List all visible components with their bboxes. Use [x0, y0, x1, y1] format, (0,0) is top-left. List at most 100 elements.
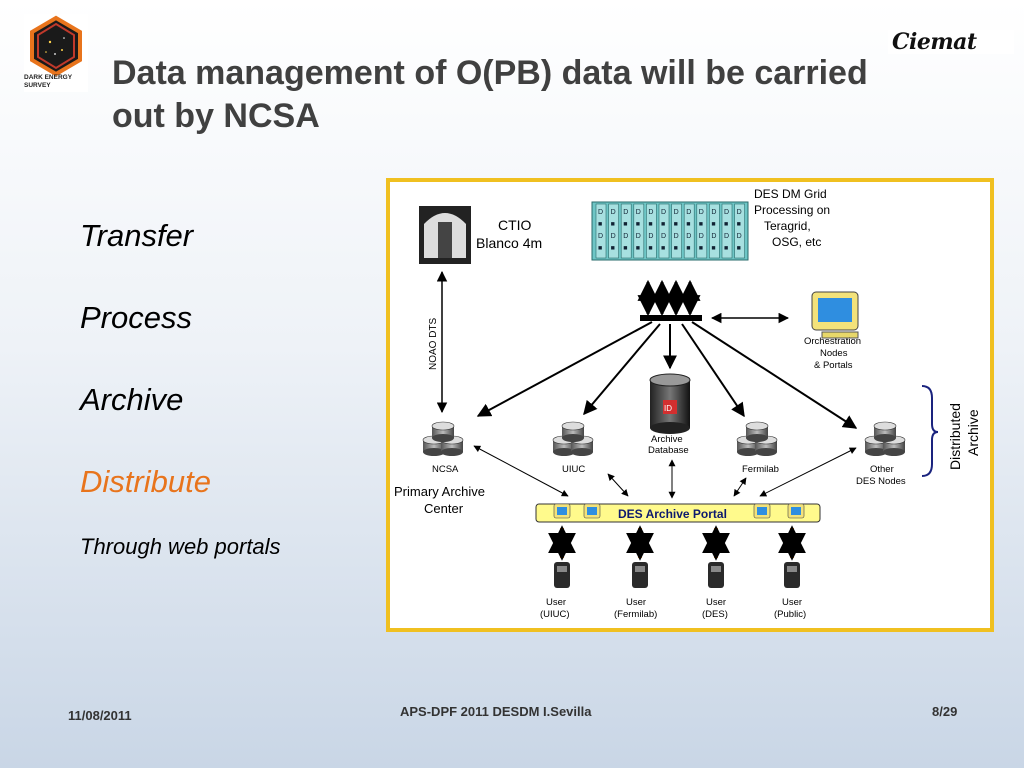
noao-dts-label: NOAO DTS: [428, 317, 439, 370]
svg-text:■: ■: [648, 245, 652, 252]
bullet-transfer: Transfer: [80, 218, 194, 253]
svg-text:D: D: [711, 209, 716, 216]
svg-text:D: D: [636, 233, 641, 240]
svg-text:D: D: [598, 209, 603, 216]
svg-text:D: D: [661, 209, 666, 216]
svg-text:■: ■: [598, 245, 602, 252]
svg-text:D: D: [611, 209, 616, 216]
svg-text:■: ■: [724, 221, 728, 228]
architecture-diagram: CTIO Blanco 4m D■D■D■D■D■D■D■D■D■D■D■D■D…: [386, 178, 994, 632]
svg-text:■: ■: [636, 245, 640, 252]
svg-text:D: D: [623, 209, 628, 216]
svg-text:■: ■: [699, 245, 703, 252]
telescope-label-1: CTIO: [498, 217, 532, 233]
svg-text:■: ■: [674, 245, 678, 252]
svg-text:■: ■: [686, 221, 690, 228]
slide-title: Data management of O(PB) data will be ca…: [112, 54, 868, 135]
user-3-line1: User: [706, 597, 726, 608]
svg-text:D: D: [711, 233, 716, 240]
svg-text:D: D: [699, 209, 704, 216]
svg-text:■: ■: [661, 245, 665, 252]
svg-text:■: ■: [699, 221, 703, 228]
svg-text:D: D: [636, 209, 641, 216]
node-label-ncsa: NCSA: [432, 464, 459, 475]
svg-text:■: ■: [611, 221, 615, 228]
svg-text:D: D: [737, 209, 742, 216]
portal-monitor-icons: [553, 503, 805, 519]
svg-text:■: ■: [686, 245, 690, 252]
user-4-line1: User: [782, 597, 802, 608]
svg-text:■: ■: [711, 221, 715, 228]
server-rack-icon: D ■ D ■ D ■ D ■ D ■ D ■ D ■ D ■ D ■ D ■ D ■ D ■ D ■ D ■ D ■ D ■ D ■ D ■ D ■ D ■…: [591, 201, 749, 261]
svg-text:D: D: [648, 233, 653, 240]
grid-label-3: Teragrid,: [764, 219, 811, 233]
svg-text:■: ■: [598, 221, 602, 228]
svg-text:■: ■: [611, 245, 615, 252]
svg-text:■: ■: [623, 221, 627, 228]
svg-text:D: D: [661, 233, 666, 240]
grid-label-1: DES DM Grid: [754, 187, 827, 201]
user-icon-1: [548, 525, 576, 588]
user-1-line1: User: [546, 597, 566, 608]
svg-text:■: ■: [737, 221, 741, 228]
archive-db-label-2: Database: [648, 445, 689, 456]
archive-portal-label: DES Archive Portal: [618, 507, 727, 521]
distributed-label-2: Archive: [965, 409, 981, 456]
ciemat-logo: Ciemat: [888, 30, 1014, 54]
bullet-distribute: Distribute: [80, 464, 211, 499]
grid-label-2: Processing on: [754, 203, 830, 217]
user-2-line1: User: [626, 597, 646, 608]
svg-text:D: D: [724, 233, 729, 240]
svg-text:D: D: [699, 233, 704, 240]
footer-conference: APS-DPF 2011 DESDM I.Sevilla: [400, 704, 592, 719]
user-3-line2: (DES): [702, 609, 728, 620]
svg-text:D: D: [724, 209, 729, 216]
des-logo: [24, 14, 88, 92]
node-label-fermilab: Fermilab: [742, 464, 779, 475]
svg-text:D: D: [737, 233, 742, 240]
svg-text:D: D: [674, 233, 679, 240]
svg-text:■: ■: [636, 221, 640, 228]
svg-text:D: D: [623, 233, 628, 240]
svg-text:D: D: [686, 209, 691, 216]
footer-page-number: 8/29: [932, 704, 958, 719]
user-icon-3: [702, 525, 730, 588]
bullet-archive: Archive: [80, 382, 184, 417]
orchestration-label-2: Nodes: [820, 348, 848, 359]
svg-text:D: D: [686, 233, 691, 240]
grid-label-4: OSG, etc: [772, 235, 821, 249]
archive-db-label-1: Archive: [651, 434, 683, 445]
monitor-icon: [811, 291, 859, 339]
bullet-process: Process: [80, 300, 192, 335]
svg-text:■: ■: [724, 245, 728, 252]
archive-portal-bar: [535, 503, 821, 523]
user-2-line2: (Fermilab): [614, 609, 657, 620]
primary-archive-label-1: Primary Archive: [394, 484, 485, 499]
archive-database-icon: [649, 373, 691, 434]
svg-text:■: ■: [711, 245, 715, 252]
node-label-other-1: Other: [870, 464, 894, 475]
telescope-label-2: Blanco 4m: [476, 235, 542, 251]
archive-db-badge: ID: [664, 404, 672, 413]
svg-text:■: ■: [661, 221, 665, 228]
brace: [921, 385, 939, 477]
network-hub: [640, 315, 702, 321]
server-stack-other: [864, 421, 906, 456]
des-logo-caption: DARK ENERGY SURVEY: [24, 74, 72, 89]
primary-archive-label-2: Center: [424, 501, 464, 516]
server-stack-uiuc: [552, 421, 594, 456]
telescope-icon: [419, 206, 471, 264]
server-stack-ncsa: [422, 421, 464, 456]
orchestration-label-1: Orchestration: [804, 336, 861, 347]
svg-text:D: D: [674, 209, 679, 216]
node-label-uiuc: UIUC: [562, 464, 585, 475]
footer-date: 11/08/2011: [68, 708, 132, 723]
user-4-line2: (Public): [774, 609, 806, 620]
svg-text:■: ■: [623, 245, 627, 252]
user-icon-2: [626, 525, 654, 588]
user-1-line2: (UIUC): [540, 609, 570, 620]
svg-text:D: D: [611, 233, 616, 240]
user-icon-4: [778, 525, 806, 588]
svg-text:■: ■: [674, 221, 678, 228]
svg-text:D: D: [598, 233, 603, 240]
